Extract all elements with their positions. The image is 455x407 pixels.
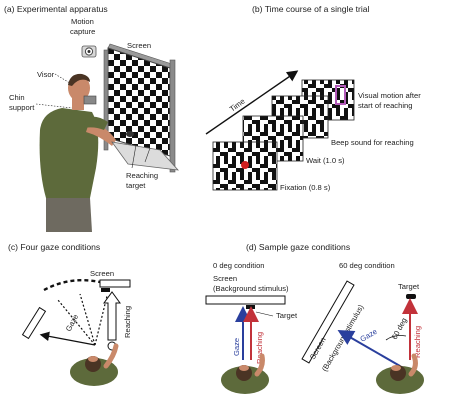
chin-label-2: support: [9, 103, 35, 112]
d-left-subtitle: 0 deg condition: [213, 261, 265, 270]
d-right-target-label: Target: [398, 282, 420, 291]
fixation-dot: [241, 161, 249, 169]
d-left-target: [246, 305, 255, 309]
d-right-gaze-label: Gaze: [359, 327, 379, 344]
motion-annot-1: Visual motion after: [358, 91, 421, 100]
d-right-angle-label: 60 deg: [390, 316, 409, 341]
d-left-target-leader: [255, 311, 274, 317]
gaze-label-c: Gaze: [64, 313, 80, 333]
d-left-gaze-label: Gaze: [232, 338, 241, 356]
fixation-annot: Fixation (0.8 s): [280, 183, 331, 192]
motion-capture-label-2: capture: [70, 27, 95, 36]
gaze-line-20: [79, 293, 96, 346]
person-top-c: [70, 343, 119, 386]
person-top-d-right: [376, 353, 424, 394]
chin-leader: [35, 103, 73, 109]
d-right-screen: [301, 280, 355, 364]
d-right-gaze-arrow: [337, 330, 401, 367]
d-left-screen-1: Screen: [213, 274, 237, 283]
target-label-1: Reaching: [126, 171, 158, 180]
screen-main: [99, 279, 131, 288]
motion-annot-2: start of reaching: [358, 101, 412, 110]
time-label: Time: [228, 97, 247, 114]
beep-annot: Beep sound for reaching: [331, 138, 414, 147]
camera-icon: [81, 45, 97, 58]
person-figure: [39, 73, 116, 232]
panel-c: (c) Four gaze conditions Screen Gaze Rea…: [8, 242, 132, 386]
screen-label: Screen: [127, 41, 151, 50]
panel-d-title: (d) Sample gaze conditions: [246, 242, 350, 252]
d-right-reach-label: Reaching: [413, 326, 422, 358]
d-left-reach-label: Reaching: [255, 332, 264, 364]
d-left-screen-2: (Background stimulus): [213, 284, 289, 293]
target-leader: [131, 144, 137, 169]
d-right-subtitle: 60 deg condition: [339, 261, 395, 270]
panel-b: (b) Time course of a single trial Time V…: [205, 4, 421, 192]
gaze-line-0: [94, 295, 108, 346]
reaching-label-c: Reaching: [123, 306, 132, 338]
panel-d: (d) Sample gaze conditions 0 deg conditi…: [205, 242, 424, 394]
screen-arc: [43, 279, 101, 292]
gaze-line-60: [39, 331, 96, 346]
time-arrow: [205, 70, 299, 135]
visor-label: Visor: [37, 70, 55, 79]
reach-target-c: [101, 288, 110, 292]
screen: [103, 43, 176, 173]
reaching-target-marker: [126, 131, 134, 137]
panel-a: (a) Experimental apparatus Motion captur…: [4, 4, 180, 232]
visual-motion-marker: [335, 85, 346, 105]
target-label-2: target: [126, 181, 146, 190]
chin-label-1: Chin: [9, 93, 25, 102]
d-left-screen: [205, 295, 286, 305]
wait-annot: Wait (1.0 s): [306, 156, 345, 165]
panel-c-title: (c) Four gaze conditions: [8, 242, 100, 252]
screen-label-c: Screen: [90, 269, 114, 278]
reaching-table: [111, 131, 180, 171]
d-right-target: [406, 294, 416, 299]
person-top-d-left: [221, 353, 269, 394]
panel-b-title: (b) Time course of a single trial: [252, 4, 370, 14]
reaching-arrow-c: [103, 291, 121, 351]
d-right-angle-arc: [385, 335, 407, 341]
panel-a-title: (a) Experimental apparatus: [4, 4, 108, 14]
motion-capture-label-1: Motion: [71, 17, 94, 26]
gaze-line-40: [57, 299, 96, 346]
d-left-target-label: Target: [276, 311, 298, 320]
screen-left: [21, 306, 47, 340]
